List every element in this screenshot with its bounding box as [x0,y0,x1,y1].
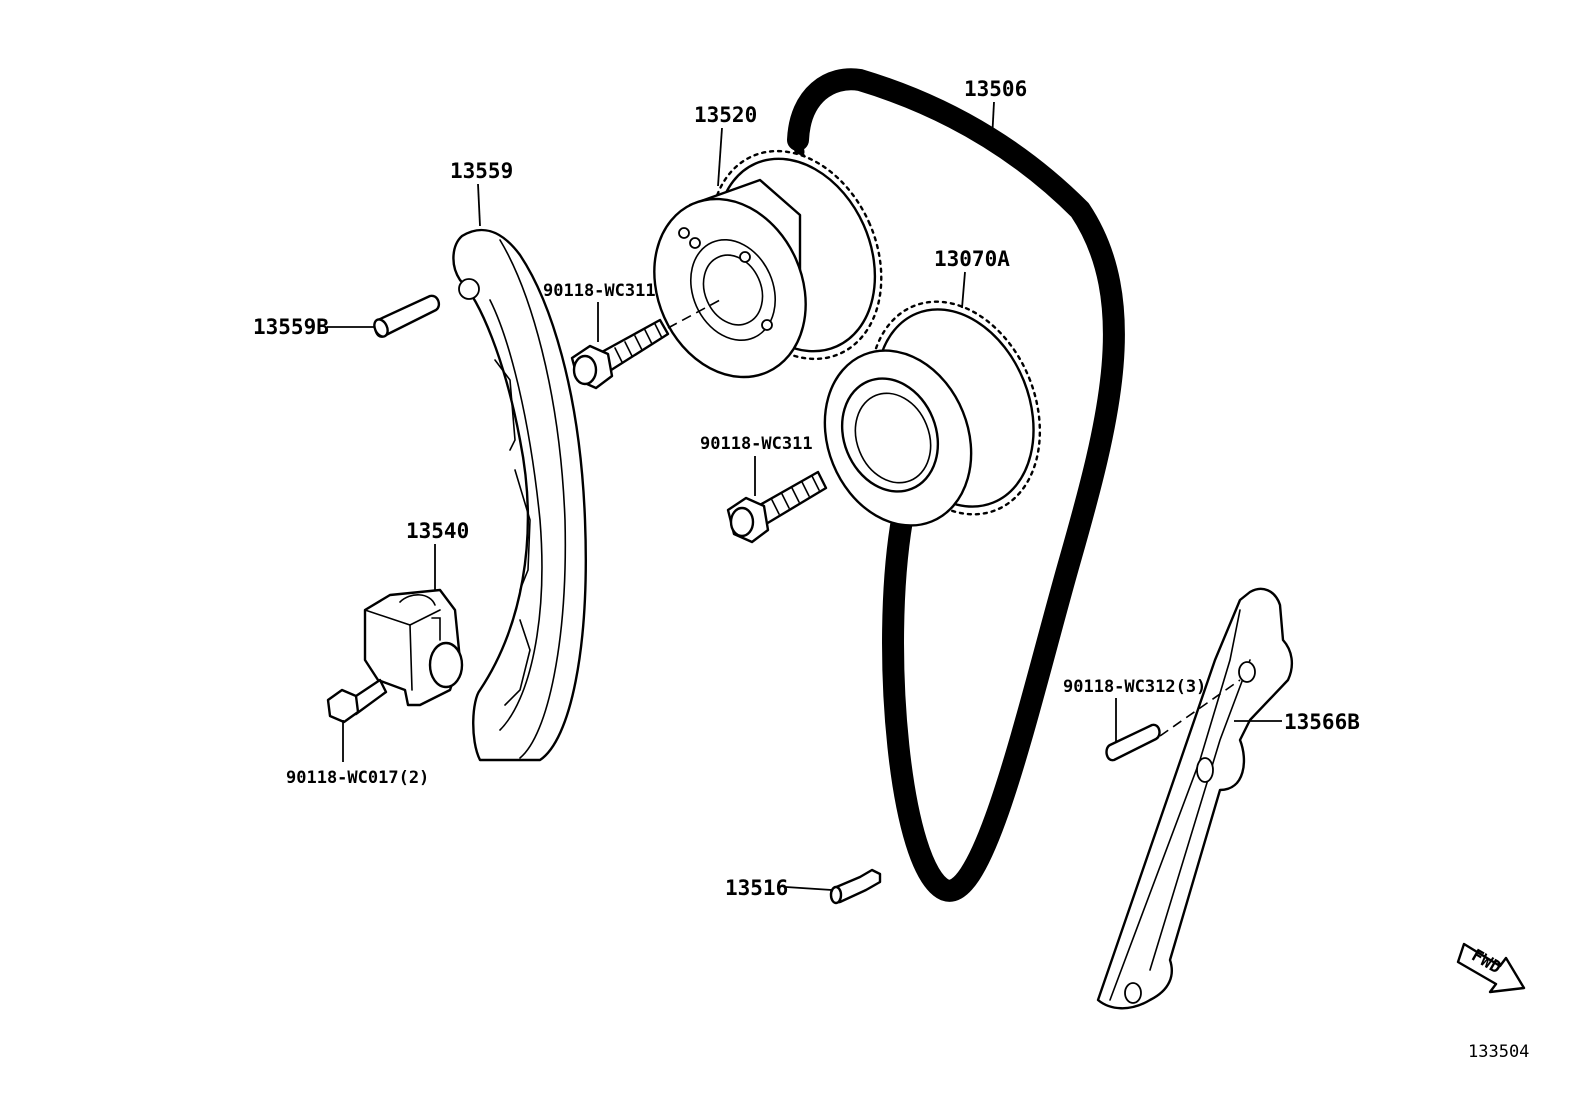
cam-bolt-upper[interactable] [570,318,670,390]
camshaft-gear-lower[interactable] [799,276,1070,548]
callout-bolt-guide: 90118-WC312(3) [1063,677,1206,697]
camshaft-gear-upper[interactable] [627,124,913,402]
callout-13540: 13540 [406,519,469,543]
leader-lines [327,101,1282,891]
callout-13516: 13516 [725,876,788,900]
callout-bolt-cam-upper: 90118-WC311 [543,281,656,301]
callout-13520: 13520 [694,103,757,127]
figure-number: 133504 [1468,1042,1529,1062]
timing-chain[interactable] [787,68,1125,902]
cam-bolt-lower[interactable] [726,470,828,544]
callout-13506: 13506 [964,77,1027,101]
callout-13070a: 13070A [934,247,1010,271]
pin-13559b[interactable] [372,294,441,339]
chain-guide-right[interactable] [1096,587,1294,1010]
callout-13559: 13559 [450,159,513,183]
callout-13559b: 13559B [253,315,329,339]
guide-pin[interactable] [1105,723,1161,762]
callout-13566b: 13566B [1284,710,1360,734]
pin-13516[interactable] [829,868,882,905]
chain-guide-left[interactable] [452,228,587,762]
tensioner-bolt[interactable] [326,678,388,724]
callout-bolt-cam-lower: 90118-WC311 [700,434,813,454]
callout-bolt-tensioner: 90118-WC017(2) [286,768,429,788]
fwd-arrow-icon: FWD [1456,942,1526,994]
